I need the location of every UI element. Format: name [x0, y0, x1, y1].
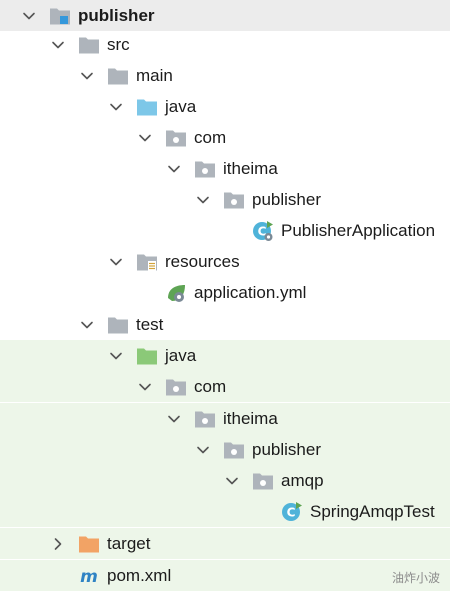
tree-node-label: amqp — [281, 470, 324, 490]
chevron-down-icon[interactable] — [51, 38, 65, 52]
folder-icon — [106, 64, 130, 88]
tree-node-itheima[interactable]: itheima — [0, 403, 450, 434]
tree-node-springamqptest[interactable]: C SpringAmqpTest — [0, 496, 450, 527]
tree-node-publisher[interactable]: publisher — [0, 184, 450, 215]
expand-spacer — [254, 505, 268, 519]
tree-node-com[interactable]: com — [0, 371, 450, 402]
chevron-down-icon[interactable] — [80, 318, 94, 332]
chevron-down-icon[interactable] — [80, 69, 94, 83]
package-folder-icon — [251, 469, 275, 493]
tree-node-publisherapplication[interactable]: C PublisherApplication — [0, 215, 450, 246]
tree-node-label: publisher — [252, 189, 321, 209]
expand-spacer — [138, 286, 152, 300]
maven-file-icon: m — [77, 564, 101, 588]
test-root-folder-icon — [135, 344, 159, 368]
tree-node-label: resources — [165, 251, 240, 271]
tree-node-label: itheima — [223, 408, 278, 428]
chevron-down-icon[interactable] — [138, 380, 152, 394]
tree-node-publisher[interactable]: publisher — [0, 434, 450, 465]
package-folder-icon — [222, 438, 246, 462]
tree-node-label: src — [107, 34, 130, 54]
expand-spacer — [225, 224, 239, 238]
tree-node-target[interactable]: target — [0, 528, 450, 559]
package-folder-icon — [164, 126, 188, 150]
module-folder-icon — [48, 4, 72, 28]
excluded-folder-icon — [77, 532, 101, 556]
tree-node-com[interactable]: com — [0, 122, 450, 153]
resources-folder-icon — [135, 250, 159, 274]
tree-node-itheima[interactable]: itheima — [0, 153, 450, 184]
source-root-folder-icon — [135, 95, 159, 119]
watermark: 油炸小波 — [391, 571, 440, 585]
package-folder-icon — [193, 407, 217, 431]
tree-node-pom-xml[interactable]: m pom.xml — [0, 560, 450, 591]
tree-node-application-yml[interactable]: application.yml — [0, 277, 450, 308]
tree-node-label: itheima — [223, 158, 278, 178]
tree-node-label: main — [136, 65, 173, 85]
svg-text:C: C — [287, 505, 296, 519]
tree-node-label: target — [107, 533, 151, 553]
expand-spacer — [51, 569, 65, 583]
tree-node-label: com — [194, 376, 227, 396]
tree-node-label: java — [165, 345, 197, 365]
chevron-down-icon[interactable] — [22, 9, 36, 23]
tree-node-label: publisher — [252, 439, 321, 459]
tree-node-publisher[interactable]: publisher — [0, 0, 450, 31]
tree-node-label: pom.xml — [107, 565, 172, 585]
tree-node-java[interactable]: java — [0, 340, 450, 371]
test-class-icon: C — [280, 500, 304, 524]
tree-node-main[interactable]: main — [0, 60, 450, 91]
spring-boot-class-icon: C — [251, 219, 275, 243]
chevron-down-icon[interactable] — [167, 162, 181, 176]
spring-config-file-icon — [164, 281, 188, 305]
tree-node-java[interactable]: java — [0, 91, 450, 122]
chevron-down-icon[interactable] — [225, 474, 239, 488]
tree-node-test[interactable]: test — [0, 309, 450, 340]
package-folder-icon — [193, 157, 217, 181]
tree-node-label: com — [194, 127, 227, 147]
chevron-right-icon[interactable] — [51, 537, 65, 551]
tree-node-src[interactable]: src — [0, 29, 450, 60]
svg-text:m: m — [80, 567, 98, 587]
folder-icon — [77, 33, 101, 57]
chevron-down-icon[interactable] — [109, 349, 123, 363]
tree-node-label: java — [165, 96, 197, 116]
tree-node-label: publisher — [78, 5, 155, 25]
tree-node-label: application.yml — [194, 282, 307, 302]
svg-text:C: C — [258, 224, 267, 238]
folder-icon — [106, 313, 130, 337]
chevron-down-icon[interactable] — [196, 443, 210, 457]
chevron-down-icon[interactable] — [167, 412, 181, 426]
tree-node-label: SpringAmqpTest — [310, 501, 435, 521]
tree-node-resources[interactable]: resources — [0, 246, 450, 277]
chevron-down-icon[interactable] — [196, 193, 210, 207]
chevron-down-icon[interactable] — [109, 100, 123, 114]
chevron-down-icon[interactable] — [109, 255, 123, 269]
tree-node-label: test — [136, 314, 164, 334]
tree-node-label: PublisherApplication — [281, 220, 436, 240]
chevron-down-icon[interactable] — [138, 131, 152, 145]
tree-node-amqp[interactable]: amqp — [0, 465, 450, 496]
package-folder-icon — [164, 375, 188, 399]
package-folder-icon — [222, 188, 246, 212]
